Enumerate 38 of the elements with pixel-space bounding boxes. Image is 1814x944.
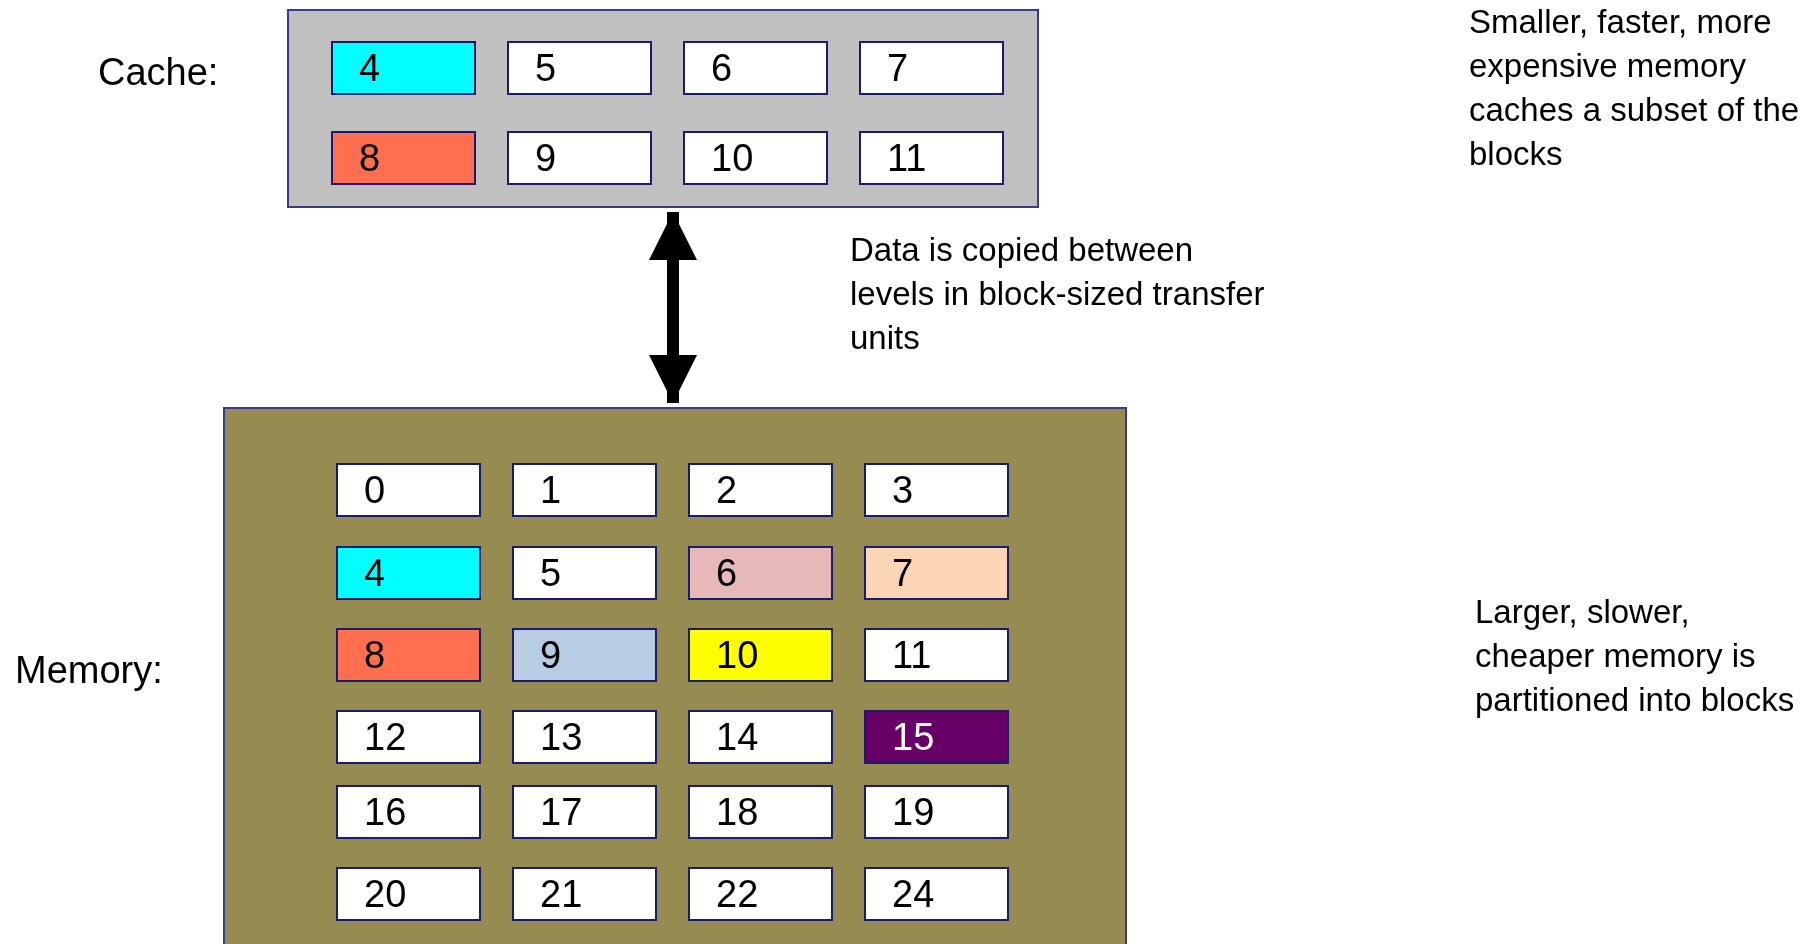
note-text: Larger, slower, cheaper memory is partitioned into blocks: [1475, 592, 1796, 720]
note-text: Data is copied between levels in block-sized transfer units: [850, 230, 1266, 358]
block-cell: 18: [688, 785, 833, 839]
block-cell: 10: [688, 628, 833, 682]
block-cell: 4: [336, 546, 481, 600]
block-cell: 16: [336, 785, 481, 839]
block-cell: 21: [512, 867, 657, 921]
block-cell: 5: [507, 41, 652, 95]
block-cell: 13: [512, 710, 657, 764]
block-cell: 10: [683, 131, 828, 185]
block-cell: 4: [331, 41, 476, 95]
block-cell: 9: [507, 131, 652, 185]
block-cell: 2: [688, 463, 833, 517]
block-cell: 24: [864, 867, 1009, 921]
block-cell: 1: [512, 463, 657, 517]
block-cell: 17: [512, 785, 657, 839]
block-cell: 3: [864, 463, 1009, 517]
note-text: Smaller, faster, more expensive memory caches a subset of the blocks: [1469, 2, 1801, 174]
block-cell: 20: [336, 867, 481, 921]
block-cell: 8: [331, 131, 476, 185]
double-arrow: [649, 212, 697, 403]
block-cell: 6: [683, 41, 828, 95]
block-cell: 14: [688, 710, 833, 764]
block-cell: 7: [864, 546, 1009, 600]
block-cell: 12: [336, 710, 481, 764]
panel-heading: Memory:: [15, 649, 163, 692]
block-cell: 11: [859, 131, 1004, 185]
block-cell: 19: [864, 785, 1009, 839]
panel-heading: Cache:: [98, 51, 219, 94]
block-cell: 11: [864, 628, 1009, 682]
block-cell: 0: [336, 463, 481, 517]
block-cell: 9: [512, 628, 657, 682]
block-cell: 5: [512, 546, 657, 600]
block-cell: 22: [688, 867, 833, 921]
block-cell: 15: [864, 710, 1009, 764]
block-cell: 7: [859, 41, 1004, 95]
block-cell: 6: [688, 546, 833, 600]
block-cell: 8: [336, 628, 481, 682]
